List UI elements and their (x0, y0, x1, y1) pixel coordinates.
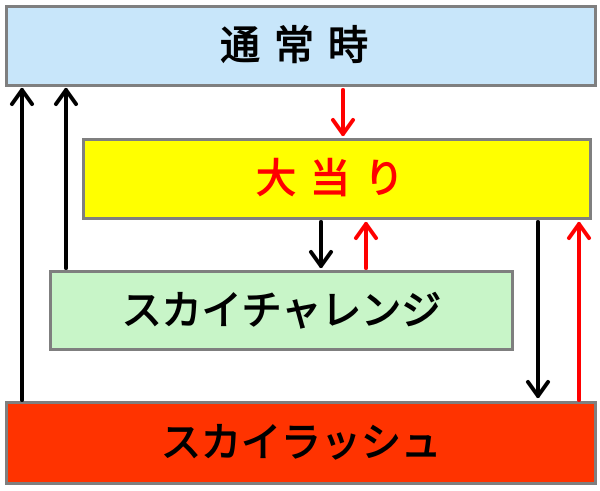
node-sky-rush: スカイラッシュ (5, 401, 597, 485)
node-sky-challenge-label: スカイチャレンジ (121, 287, 442, 334)
node-normal-label: 通常時 (220, 23, 382, 69)
arrow-jackpot-to-rush (526, 220, 550, 398)
arrow-rush-to-normal (10, 88, 34, 402)
arrow-normal-to-jackpot (331, 88, 355, 136)
arrow-jackpot-to-challenge (309, 220, 333, 268)
node-jackpot: 大当り (82, 138, 592, 220)
node-normal-state: 通常時 (5, 5, 597, 87)
arrow-rush-to-jackpot (567, 222, 591, 402)
node-jackpot-label: 大当り (256, 156, 418, 202)
node-sky-rush-label: スカイラッシュ (161, 420, 441, 466)
arrow-challenge-to-normal (54, 88, 78, 270)
arrow-challenge-to-jackpot (354, 222, 378, 270)
node-sky-challenge: スカイチャレンジ (49, 270, 514, 351)
